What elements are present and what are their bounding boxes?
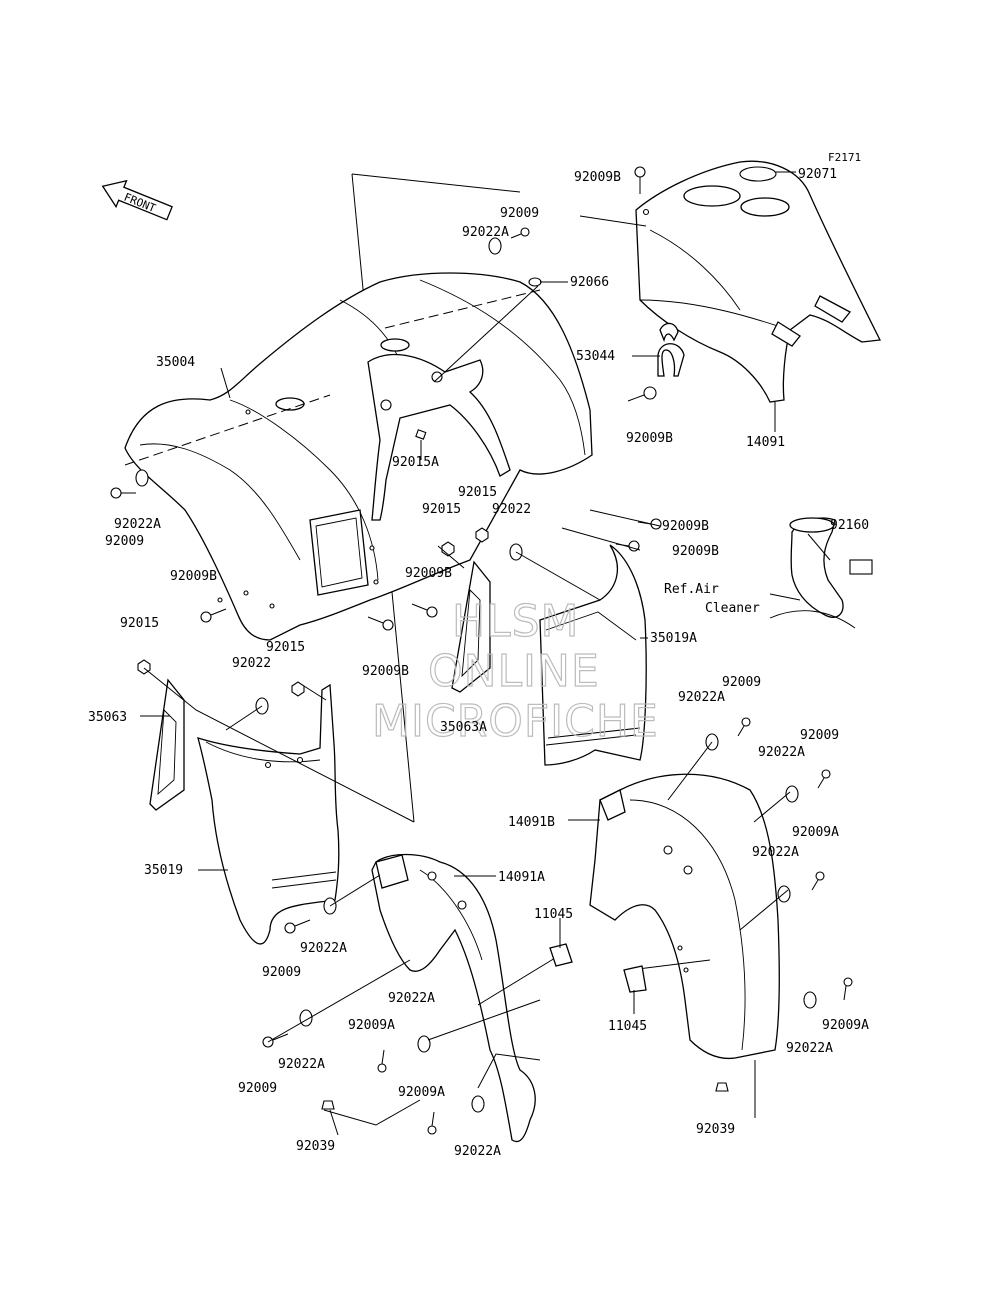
callout-label: 92039 bbox=[296, 1139, 335, 1154]
callout-label: 92015 bbox=[120, 616, 159, 631]
hardware-group bbox=[110, 166, 853, 1135]
callout-label: 92009A bbox=[792, 825, 839, 840]
front-arrow-icon: FRONT bbox=[101, 179, 173, 221]
bracket-92015a bbox=[367, 353, 511, 521]
callout-label: 92015 bbox=[458, 485, 497, 500]
callout-label: 92066 bbox=[570, 275, 609, 290]
callout-label: 92009B bbox=[626, 431, 673, 446]
callout-label: 92015 bbox=[422, 502, 461, 517]
callout-label: 92009B bbox=[672, 544, 719, 559]
callout-label: 92009A bbox=[398, 1085, 445, 1100]
callout-label: 92022A bbox=[752, 845, 799, 860]
callout-label: 92015A bbox=[392, 455, 439, 470]
callout-label: 92022A bbox=[388, 991, 435, 1006]
guard-14091b bbox=[589, 773, 780, 1060]
cover-14091 bbox=[635, 160, 881, 403]
callout-label: 92022A bbox=[678, 690, 725, 705]
callout-label: 92022A bbox=[462, 225, 509, 240]
clip-53044-b bbox=[659, 322, 679, 343]
mud-guard-35019 bbox=[197, 683, 340, 945]
assembly-frame-line bbox=[351, 173, 521, 193]
watermark-line-2: ONLINE bbox=[428, 646, 600, 697]
guard-14091a bbox=[371, 853, 536, 1143]
bracket-35063 bbox=[149, 678, 185, 811]
callout-labels: 92009B 92071 92009 92022A 92066 35004 53… bbox=[88, 167, 869, 1159]
callout-label: 14091 bbox=[746, 435, 785, 450]
callout-label: 11045 bbox=[608, 1019, 647, 1034]
callout-label: 92039 bbox=[696, 1122, 735, 1137]
callout-label: 92009 bbox=[262, 965, 301, 980]
callout-label: 92009A bbox=[822, 1018, 869, 1033]
callout-label: 92022A bbox=[300, 941, 347, 956]
callout-label: 35019 bbox=[144, 863, 183, 878]
figure-code: F2171 bbox=[828, 151, 861, 164]
callout-label: 35063A bbox=[440, 720, 487, 735]
callout-label: 92009B bbox=[405, 566, 452, 581]
callout-label: 92009A bbox=[348, 1018, 395, 1033]
callout-label: 92022A bbox=[786, 1041, 833, 1056]
callout-label: 92009 bbox=[722, 675, 761, 690]
callout-label: 92009B bbox=[170, 569, 217, 584]
callout-label: 92022A bbox=[114, 517, 161, 532]
ref-note-line-1: Ref.Air bbox=[664, 582, 719, 597]
callout-label: 35019A bbox=[650, 631, 697, 646]
callout-label: 92160 bbox=[830, 518, 869, 533]
callout-label: 92022A bbox=[758, 745, 805, 760]
air-cleaner-ref bbox=[769, 517, 873, 629]
callout-label: 92009 bbox=[238, 1081, 277, 1096]
clip-53044 bbox=[657, 343, 685, 377]
ref-note-line-2: Cleaner bbox=[705, 601, 760, 616]
callout-label: 92009 bbox=[105, 534, 144, 549]
callout-label: 35063 bbox=[88, 710, 127, 725]
callout-label: 92022 bbox=[492, 502, 531, 517]
callout-label: 92009 bbox=[500, 206, 539, 221]
callout-label: 92015 bbox=[266, 640, 305, 655]
callout-label: 92009B bbox=[362, 664, 409, 679]
callout-label: 14091A bbox=[498, 870, 545, 885]
callout-label: 53044 bbox=[576, 349, 615, 364]
callout-label: 92022 bbox=[232, 656, 271, 671]
mud-guard-35019a bbox=[539, 544, 647, 766]
callout-label: 35004 bbox=[156, 355, 195, 370]
watermark-line-1: HLSM bbox=[452, 596, 580, 647]
bracket-11045-right bbox=[623, 959, 711, 993]
callout-label: 11045 bbox=[534, 907, 573, 922]
watermark: HLSM ONLINE MICROFICHE bbox=[371, 595, 659, 747]
callout-label: 92022A bbox=[454, 1144, 501, 1159]
leader-lines bbox=[140, 171, 831, 1136]
callout-label: 92009 bbox=[800, 728, 839, 743]
callout-label: 92009B bbox=[574, 170, 621, 185]
front-fender-35004 bbox=[124, 272, 593, 641]
callout-label: 92022A bbox=[278, 1057, 325, 1072]
callout-label: 92071 bbox=[798, 167, 837, 182]
watermark-line-3: MICROFICHE bbox=[372, 696, 659, 747]
callout-label: 92009B bbox=[662, 519, 709, 534]
bracket-11045-left bbox=[477, 943, 573, 1006]
callout-label: 14091B bbox=[508, 815, 555, 830]
bracket-35063a bbox=[451, 560, 491, 693]
